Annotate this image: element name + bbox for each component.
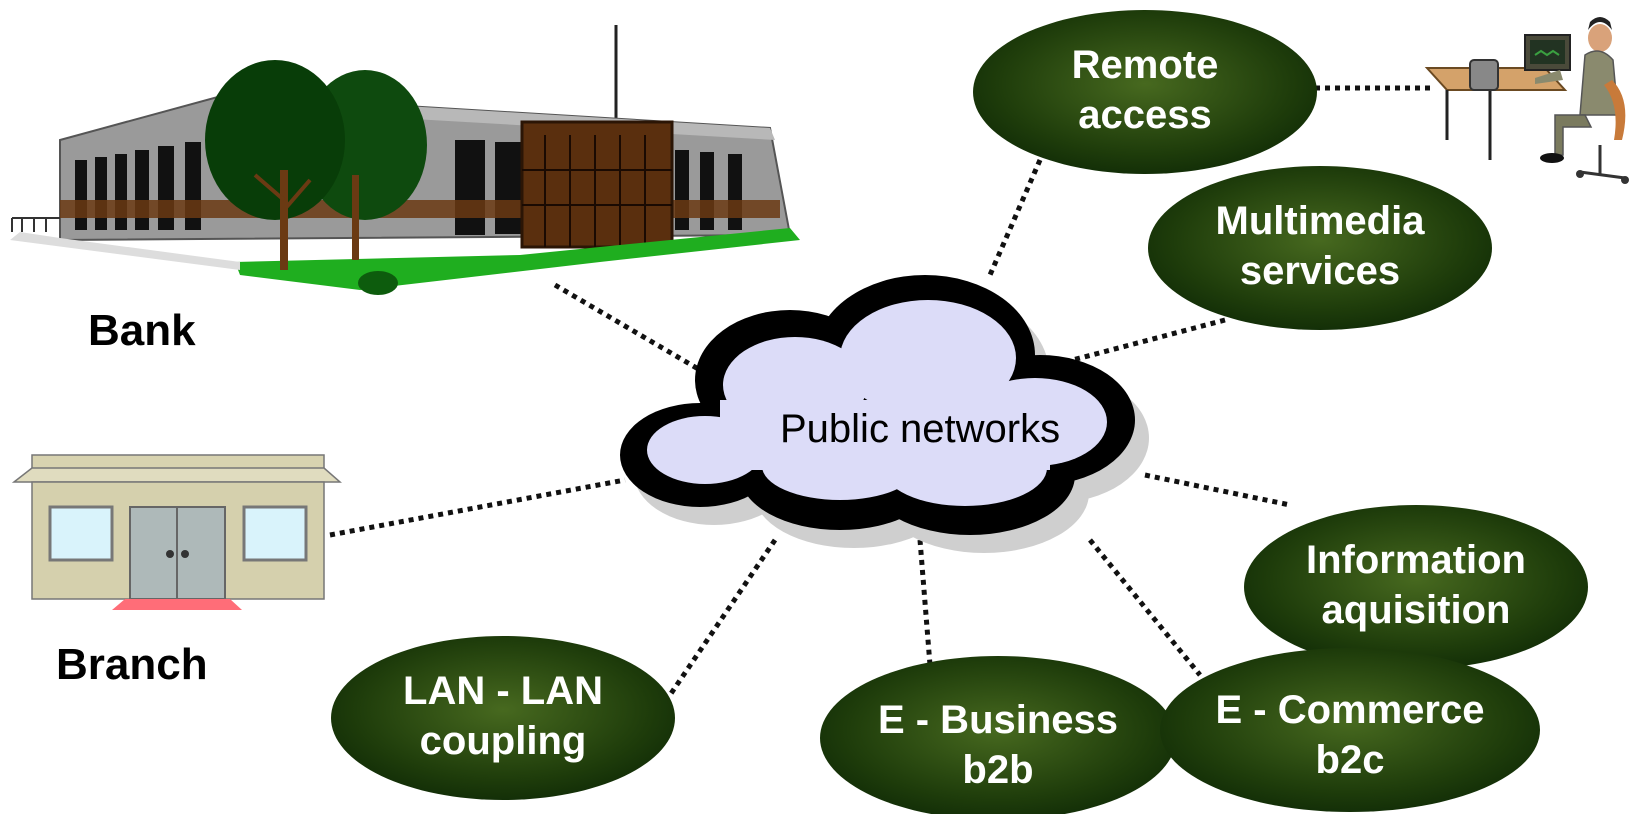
connector-multimedia [1064,317,1226,365]
connector-bank [553,282,702,373]
lan-lan-label: LAN - LAN coupling [333,646,673,786]
remote-access-line-2: access [1078,93,1212,137]
remote-access-line-1: Remote [1071,43,1219,87]
lan-lan-line-1: LAN - LAN [403,669,603,713]
e-business-line-2: b2b [962,748,1034,792]
information-line-2: aquisition [1321,588,1511,632]
e-business-line-1: E - Business [877,698,1119,742]
connector-remote-access [987,159,1043,276]
e-commerce-line-2: b2c [1315,738,1385,782]
multimedia-label: Multimedia services [1150,176,1490,316]
connector-lines [329,85,1430,697]
information-node [1244,505,1588,669]
connector-branch [329,477,626,538]
multimedia-node [1148,166,1492,330]
branch-building-icon [11,454,342,610]
information-label: Information aquisition [1246,515,1586,655]
lan-lan-node [331,636,675,800]
bank-building-icon [10,25,800,295]
connector-ecommerce [1088,538,1202,677]
public-networks-label: Public networks [780,407,1061,451]
branch-label: Branch [56,640,208,689]
bank-label: Bank [88,306,196,355]
multimedia-line-1: Multimedia [1215,199,1425,243]
connector-information [1144,472,1291,508]
e-commerce-node [1160,648,1540,812]
remote-access-label: Remote access [975,20,1315,160]
multimedia-line-2: services [1239,249,1401,293]
connector-lan [667,538,778,697]
desk-worker-icon [1424,17,1629,184]
lan-lan-line-2: coupling [419,719,587,763]
e-business-label: E - Business b2b [828,680,1168,810]
e-commerce-line-1: E - Commerce [1215,688,1485,732]
connector-ebusiness [917,539,933,666]
e-business-node [820,656,1176,814]
remote-access-node [973,10,1317,174]
service-nodes [331,10,1588,814]
information-line-1: Information [1306,538,1526,582]
cloud-icon [620,275,1149,553]
e-commerce-label: E - Commerce b2c [1170,670,1530,800]
